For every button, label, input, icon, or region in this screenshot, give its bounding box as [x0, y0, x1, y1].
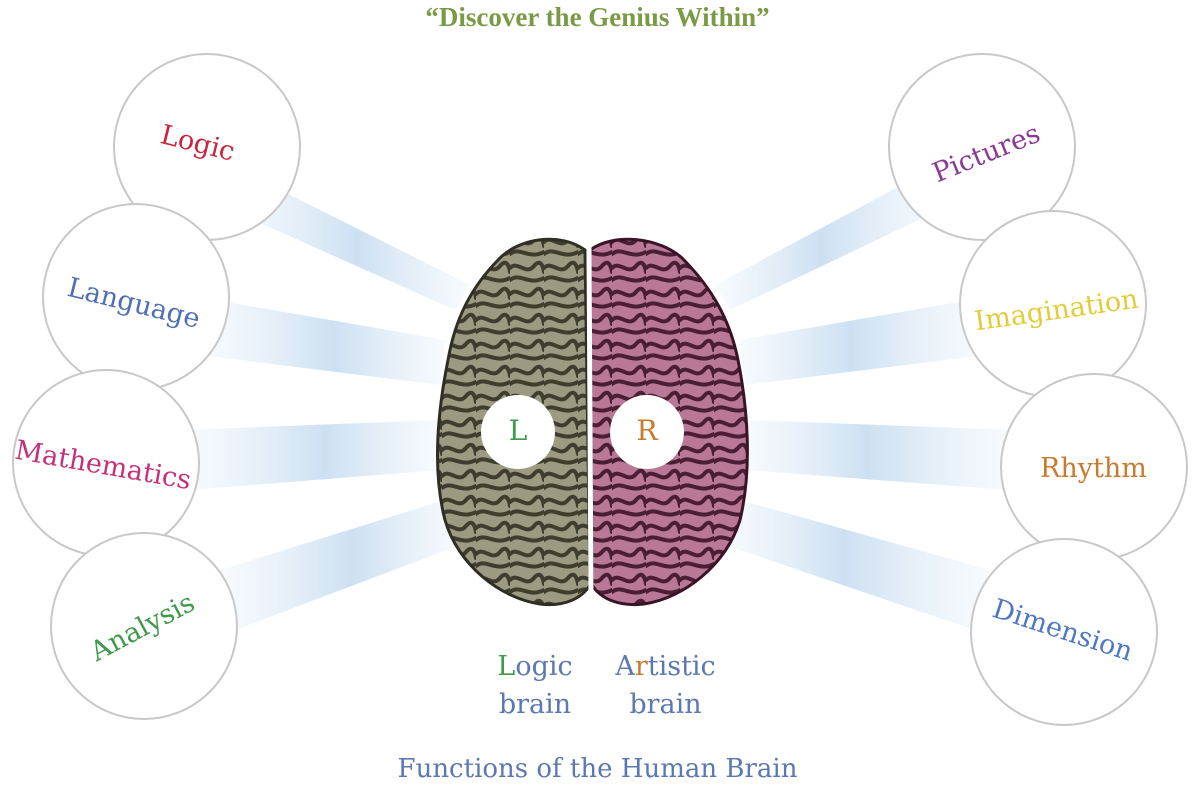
ray-mathematics: [185, 420, 440, 490]
circle-analysis: [50, 532, 238, 720]
function-label-rhythm: Rhythm: [1040, 453, 1147, 484]
ray-analysis: [220, 500, 460, 630]
brain-illustration: [436, 237, 749, 607]
artistic-brain-rest: tistic: [647, 651, 716, 682]
ray-rhythm: [745, 420, 1015, 490]
ray-logic: [220, 170, 470, 310]
left-circles: [12, 53, 301, 720]
left-hemisphere-letter: L: [508, 414, 528, 447]
logic-brain-initial: L: [497, 651, 516, 682]
ray-pictures: [715, 170, 950, 310]
artistic-brain-second: brain: [629, 689, 702, 720]
ray-language: [200, 300, 445, 385]
artistic-brain-middle: r: [634, 651, 648, 682]
caption: Functions of the Human Brain: [397, 754, 798, 784]
logic-brain-label: Logic brain: [470, 648, 600, 724]
brain-fissure: [586, 244, 594, 601]
circle-pictures: [888, 53, 1076, 241]
circle-dimension: [970, 538, 1158, 726]
right-hemisphere-spot: [610, 395, 684, 469]
left-rays: [185, 170, 470, 630]
right-circles: [888, 53, 1188, 726]
logic-brain-rest: ogic: [515, 651, 573, 682]
logic-brain-second: brain: [498, 689, 572, 720]
right-rays: [715, 170, 1015, 630]
right-hemisphere-letter: R: [636, 414, 658, 447]
left-hemisphere-spot: [481, 395, 555, 469]
headline: “Discover the Genius Within”: [425, 2, 770, 32]
artistic-brain-initial: A: [615, 651, 635, 682]
ray-imagination: [740, 300, 985, 385]
artistic-brain-label: Artistic brain: [598, 648, 733, 724]
ray-dimension: [725, 500, 990, 630]
